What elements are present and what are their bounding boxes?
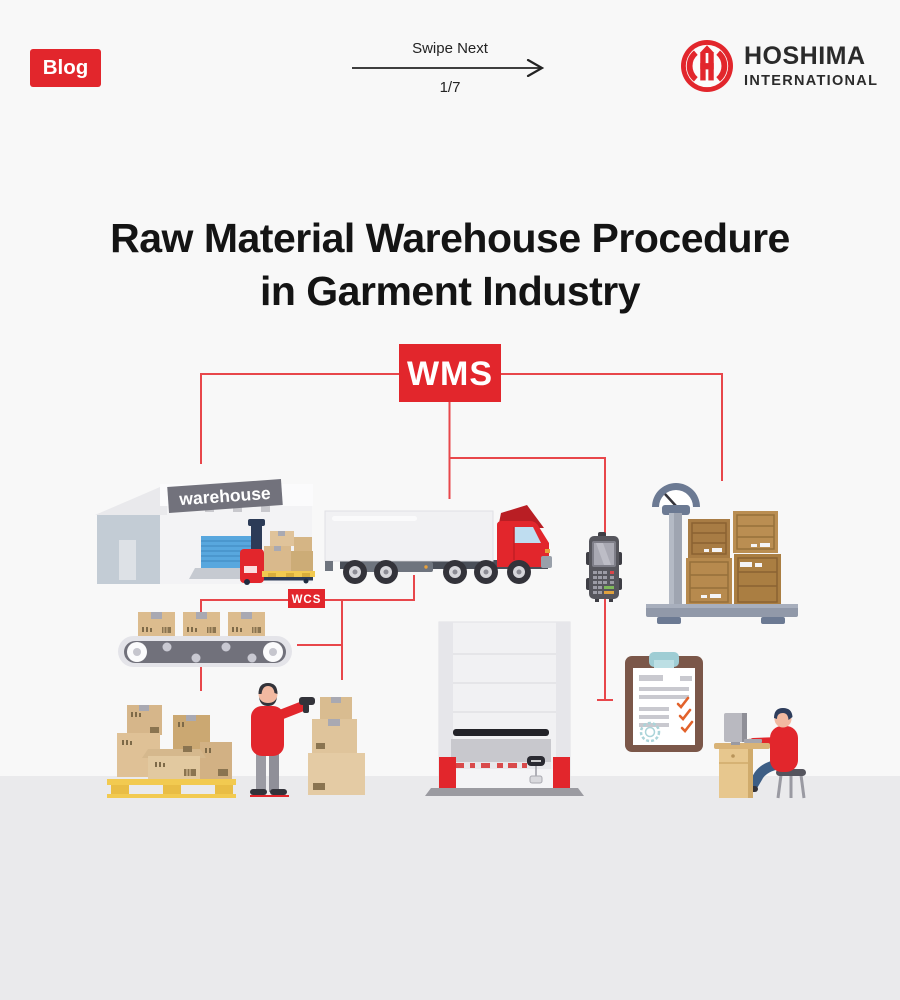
page-title: Raw Material Warehouse Procedure in Garm… bbox=[0, 212, 900, 318]
wms-label: WMS bbox=[407, 355, 493, 393]
inspection-clipboard bbox=[625, 652, 703, 752]
worker-scanning-boxes bbox=[250, 683, 365, 797]
brand-name: HOSHIMA bbox=[744, 41, 866, 70]
wooden-pallet bbox=[107, 779, 236, 798]
boxes-on-forklift bbox=[264, 531, 313, 571]
wcs-label: WCS bbox=[292, 594, 322, 606]
keyboard bbox=[744, 739, 762, 743]
brand-subtitle: INTERNATIONAL bbox=[744, 72, 879, 89]
hoshima-logo-icon bbox=[681, 40, 733, 92]
arrow-right-icon bbox=[352, 59, 545, 77]
scanned-box-stack bbox=[308, 697, 365, 795]
worker-at-computer-desk bbox=[714, 708, 806, 799]
floor bbox=[0, 776, 900, 1000]
conveyor-boxes bbox=[138, 612, 265, 637]
warehouse-sign: warehouse bbox=[167, 479, 283, 513]
handheld-scanner-terminal bbox=[586, 532, 622, 602]
control-pendant bbox=[527, 756, 545, 784]
platform-scale-with-crates bbox=[646, 483, 798, 624]
page-title-line1: Raw Material Warehouse Procedure bbox=[110, 215, 790, 261]
warehouse-worker bbox=[250, 683, 315, 797]
checkmarks bbox=[676, 696, 694, 733]
desk bbox=[714, 743, 770, 798]
wooden-crates bbox=[686, 511, 781, 606]
wcs-node: WCS bbox=[288, 589, 325, 608]
pagination-indicator: 1/7 bbox=[439, 79, 461, 96]
brand-logo: HOSHIMA INTERNATIONAL bbox=[681, 40, 878, 92]
delivery-truck bbox=[324, 505, 552, 584]
vertical-lift-storage-module bbox=[425, 621, 584, 796]
pick-window bbox=[453, 729, 549, 736]
pallet-on-forks bbox=[262, 571, 315, 577]
truck-cab bbox=[497, 521, 549, 567]
computer-monitor bbox=[724, 713, 747, 745]
blog-badge: Blog bbox=[30, 49, 101, 87]
barcode-gun bbox=[299, 697, 315, 713]
pallet-stacker-forklift bbox=[240, 519, 315, 585]
pallet-with-boxes bbox=[107, 705, 236, 798]
swipe-next-control[interactable]: Swipe Next 1/7 bbox=[352, 40, 548, 96]
wms-node: WMS bbox=[399, 344, 501, 402]
conveyor-belt-with-boxes bbox=[118, 612, 292, 667]
page-title-line2: in Garment Industry bbox=[259, 268, 641, 314]
truck-wheels bbox=[343, 560, 531, 584]
scanner-keypad bbox=[593, 571, 614, 594]
truck-window bbox=[514, 527, 541, 543]
side-door bbox=[119, 540, 136, 580]
swipe-next-label: Swipe Next bbox=[412, 40, 488, 57]
